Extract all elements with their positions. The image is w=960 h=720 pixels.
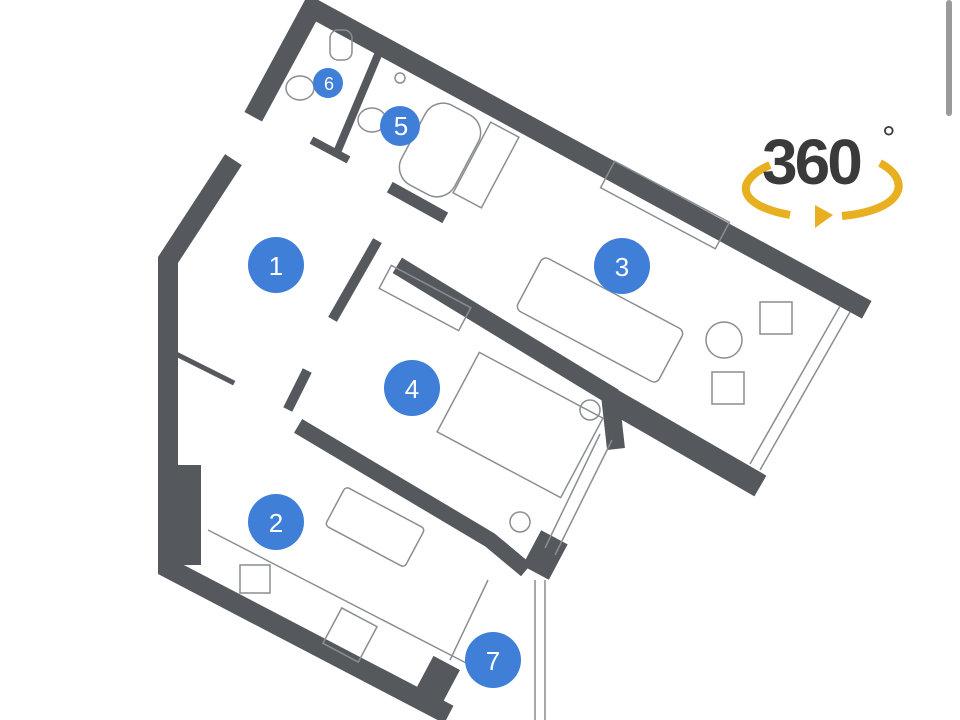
nightstand bbox=[579, 399, 601, 421]
room-label: 7 bbox=[486, 646, 500, 676]
room-badge-4[interactable]: 4 bbox=[384, 360, 440, 416]
room-label: 6 bbox=[324, 74, 334, 94]
washbasin bbox=[285, 75, 315, 101]
kitchen-counter bbox=[207, 529, 471, 666]
nightstand bbox=[509, 511, 531, 533]
room-badges: 1 2 3 4 5 6 7 bbox=[248, 68, 650, 688]
wardrobe bbox=[378, 264, 472, 332]
wall-hall-kitchen bbox=[174, 351, 236, 386]
wall-bath-bottom bbox=[386, 181, 449, 224]
logo-degree: ° bbox=[882, 120, 896, 158]
armchair bbox=[711, 371, 745, 405]
toilet bbox=[329, 29, 353, 61]
column bbox=[165, 465, 201, 565]
arrow-head-icon bbox=[815, 205, 833, 228]
room-badge-3[interactable]: 3 bbox=[594, 238, 650, 294]
armchair bbox=[759, 301, 793, 335]
column bbox=[410, 655, 460, 715]
logo-text: 360 bbox=[762, 126, 860, 198]
stove bbox=[321, 606, 379, 664]
tv-stand bbox=[599, 160, 731, 250]
dining-table bbox=[325, 487, 425, 567]
sink bbox=[239, 564, 271, 594]
wall-bedroom-top bbox=[392, 257, 625, 450]
wall-kitchen-top bbox=[294, 419, 532, 577]
room-label: 4 bbox=[405, 374, 419, 404]
walls bbox=[158, 0, 872, 720]
wall-bedroom-left bbox=[283, 368, 312, 412]
scrollbar[interactable] bbox=[946, 0, 952, 116]
360-view-button[interactable]: 360 ° bbox=[741, 120, 903, 228]
wall-bath-wc bbox=[332, 44, 386, 156]
coffee-table bbox=[705, 321, 743, 359]
room-badge-7[interactable]: 7 bbox=[465, 632, 521, 688]
room-badge-2[interactable]: 2 bbox=[248, 494, 304, 550]
rotate-arrow-icon bbox=[741, 161, 791, 219]
outer-wall-top bbox=[244, 0, 872, 319]
room-label: 2 bbox=[269, 508, 283, 538]
column bbox=[522, 530, 568, 580]
furniture bbox=[207, 29, 793, 666]
room-badge-5[interactable]: 5 bbox=[380, 106, 420, 146]
wall-living-bottom bbox=[603, 388, 767, 497]
windows bbox=[449, 305, 851, 720]
room-label: 1 bbox=[269, 251, 283, 281]
wall-hall-bedroom bbox=[328, 238, 382, 322]
wall-wc bbox=[309, 136, 351, 164]
outer-wall-left bbox=[158, 154, 454, 720]
washing-machine bbox=[394, 72, 406, 84]
room-label: 3 bbox=[615, 252, 629, 282]
bed bbox=[436, 351, 604, 499]
towel-rail bbox=[452, 121, 520, 209]
room-badge-6[interactable]: 6 bbox=[313, 68, 343, 98]
sofa bbox=[516, 257, 684, 383]
room-badge-1[interactable]: 1 bbox=[248, 237, 304, 293]
room-label: 5 bbox=[394, 111, 408, 141]
